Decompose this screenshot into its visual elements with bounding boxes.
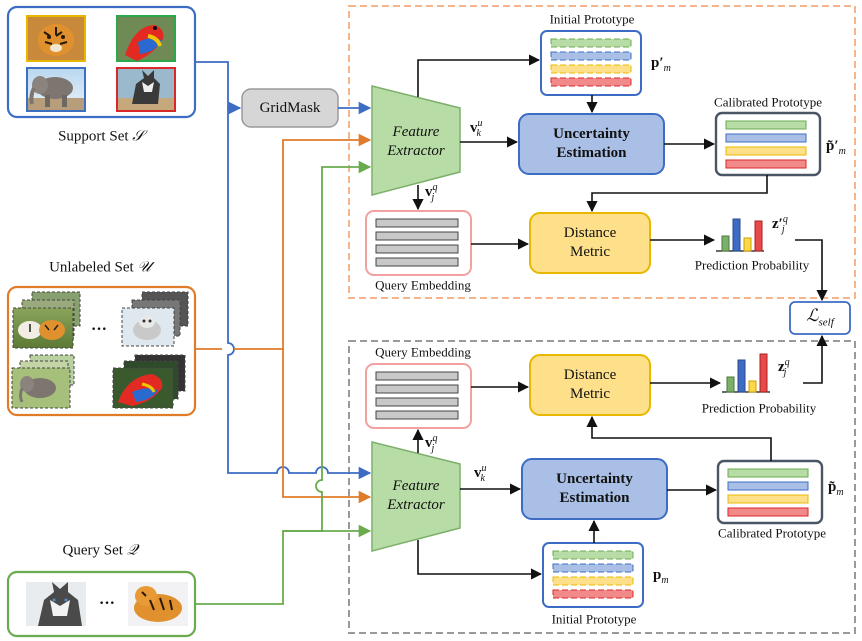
unlabeled-set-label: Unlabeled Set 𝒰 [49,259,151,276]
initial-prototype-bottom-label: Initial Prototype [551,611,637,627]
vu-bottom-symbol: vuk [474,463,487,484]
calibrated-top-symbol: p̃′m [826,138,846,157]
calibrated-prototype-top [714,111,822,177]
prediction-top-label: Prediction Probability [694,257,810,273]
calibrated-to-distance-top [586,175,768,213]
bottom-branch-frame [348,340,856,634]
prototype-bottom-symbol: pm [653,567,669,586]
gridmask-label: GridMask [259,99,321,116]
prediction-bottom-label: Prediction Probability [701,400,817,416]
calibrated-prototype-bottom [716,459,824,525]
calibrated-bottom-symbol: p̃m [828,479,844,498]
query-set-label: Query Set 𝒬 [62,542,138,559]
query-ellipsis: ··· [98,595,116,612]
prediction-to-loss-top [795,239,828,302]
z-top-symbol: z′qj [772,214,788,235]
prediction-to-loss-bottom [803,334,828,384]
unlabeled-images [11,291,189,409]
calibrated-prototype-bottom-label: Calibrated Prototype [718,525,826,541]
support-image-husky [116,67,176,112]
query-embedding-bottom [365,363,472,429]
feature-extractor-top-shape [371,85,461,196]
top-branch-frame [348,5,856,299]
loss-label: ℒself [806,306,834,329]
calibrated-prototype-top-label: Calibrated Prototype [714,94,822,110]
z-bottom-symbol: zqj [778,357,790,378]
support-image-tiger [26,15,86,62]
initial-prototype-top [540,30,642,96]
initial-prototype-bottom [542,542,644,608]
query-embedding-top-label: Query Embedding [375,277,471,293]
prediction-bars-top [716,218,764,252]
query-image-husky [26,582,86,626]
vu-top-symbol: vuk [470,118,483,139]
vq-bottom-symbol: vqj [425,433,438,454]
feature-extractor-bottom-shape [371,441,461,552]
query-embedding-bottom-label: Query Embedding [375,344,471,360]
prototype-top-symbol: p′m [651,55,671,74]
support-set-label: Support Set 𝒮 [58,128,144,145]
loss-box [789,301,851,335]
unlabeled-to-bottom-extractor-line [282,349,372,504]
distance-top-box [529,212,651,274]
extractor-to-initial-prototype-bottom [417,540,543,580]
query-image-tiger [128,582,188,626]
distance-bottom-box [529,354,651,416]
query-embedding-top [365,210,472,276]
unlabeled-to-extractors-line [195,140,370,350]
support-image-parrot [116,15,176,62]
extractor-to-initial-prototype-top [417,54,541,97]
uncertainty-bottom-box [521,458,668,520]
support-to-gridmask-line [195,61,242,115]
calibrated-to-distance-bottom [586,415,772,461]
vq-top-symbol: vqj [425,182,438,203]
support-image-elephant [26,67,86,112]
initial-prototype-top-label: Initial Prototype [549,11,635,27]
prediction-bars-bottom [722,353,770,393]
unlabeled-ellipsis: ··· [90,321,108,338]
